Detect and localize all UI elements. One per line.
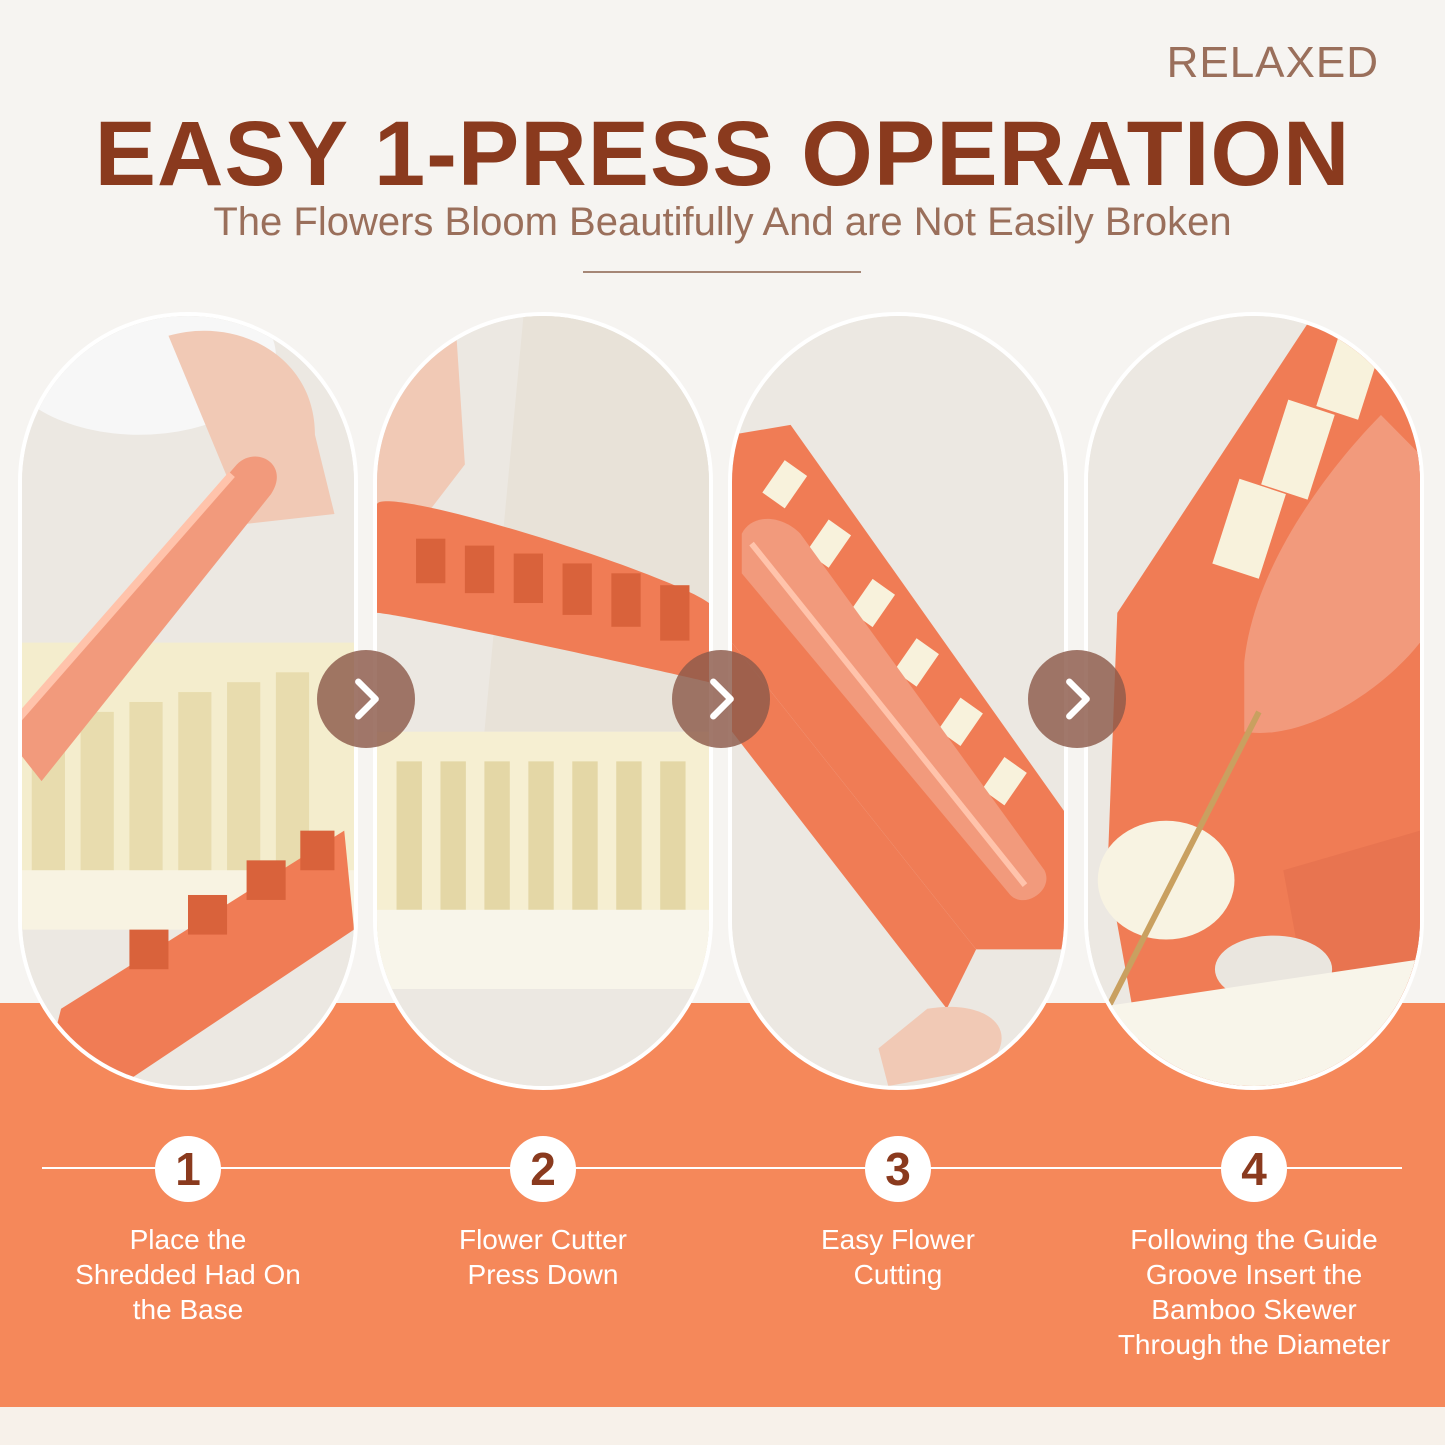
step-1-number: 1 [155,1136,221,1202]
steps-timeline [42,1167,1402,1169]
photo-sliced-sausage [728,312,1068,1090]
title-divider [583,271,861,273]
step-4-number: 4 [1221,1136,1287,1202]
page-subtitle: The Flowers Bloom Beautifully And are No… [213,200,1232,244]
chevron-right-icon [355,678,379,720]
bottom-strip [0,1407,1445,1445]
step-2-text: Flower Cutter Press Down [458,1224,628,1290]
photo-place-sausage [18,312,358,1090]
step-2-number: 2 [510,1136,576,1202]
chevron-right-icon [710,678,734,720]
chevron-right-icon [1066,678,1090,720]
step-1-text: Place the Shredded Had On the Base [75,1224,301,1325]
page-title: EASY 1-PRESS OPERATION [94,103,1351,205]
step-3-number: 3 [865,1136,931,1202]
photo-press-cutter [373,312,713,1090]
step-4-text: Following the Guide Groove Insert the Ba… [1117,1224,1391,1360]
arrow-2[interactable] [672,650,770,748]
brand-logo: RELAXED [1166,38,1379,87]
arrow-3[interactable] [1028,650,1126,748]
photo-insert-skewer [1084,312,1424,1090]
arrow-1[interactable] [317,650,415,748]
step-3-text: Easy Flower Cutting [820,1224,976,1290]
